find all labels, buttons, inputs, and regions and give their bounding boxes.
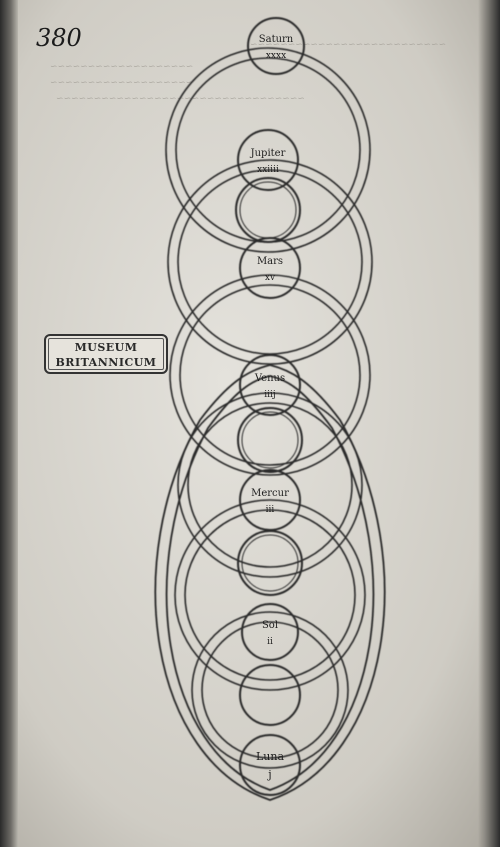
planet-label-venus: Venus — [254, 373, 285, 384]
planet-numeral-mercury: iii — [266, 505, 275, 515]
intermediate-circles — [235, 177, 303, 726]
planet-circles — [237, 17, 305, 796]
planet-label-sun: Sol — [262, 620, 278, 631]
planet-label-saturn: Saturn — [259, 34, 294, 45]
planet-numeral-jupiter: xxiiii — [257, 165, 279, 175]
planet-numeral-moon: j — [266, 768, 271, 781]
planet-label-moon: Luna — [256, 750, 284, 763]
outer-vesica — [154, 364, 386, 801]
planet-numeral-mars: xv — [265, 273, 276, 283]
planet-numeral-saturn: xxxx — [266, 51, 286, 61]
page-edge — [478, 0, 500, 847]
planet-numeral-sun: ii — [267, 637, 273, 647]
book-spine — [0, 0, 18, 847]
planet-numeral-venus: iiij — [264, 390, 275, 400]
planet-label-mercury: Mercur — [251, 488, 289, 499]
stamp-line-2: BRITANNICUM — [55, 356, 157, 369]
stamp-line-1: MUSEUM — [74, 341, 138, 354]
museum-stamp: MUSEUM BRITANNICUM — [44, 334, 168, 374]
planet-label-jupiter: Jupiter — [250, 148, 286, 159]
planet-label-mars: Mars — [257, 256, 283, 267]
page-number: 380 — [36, 24, 82, 52]
